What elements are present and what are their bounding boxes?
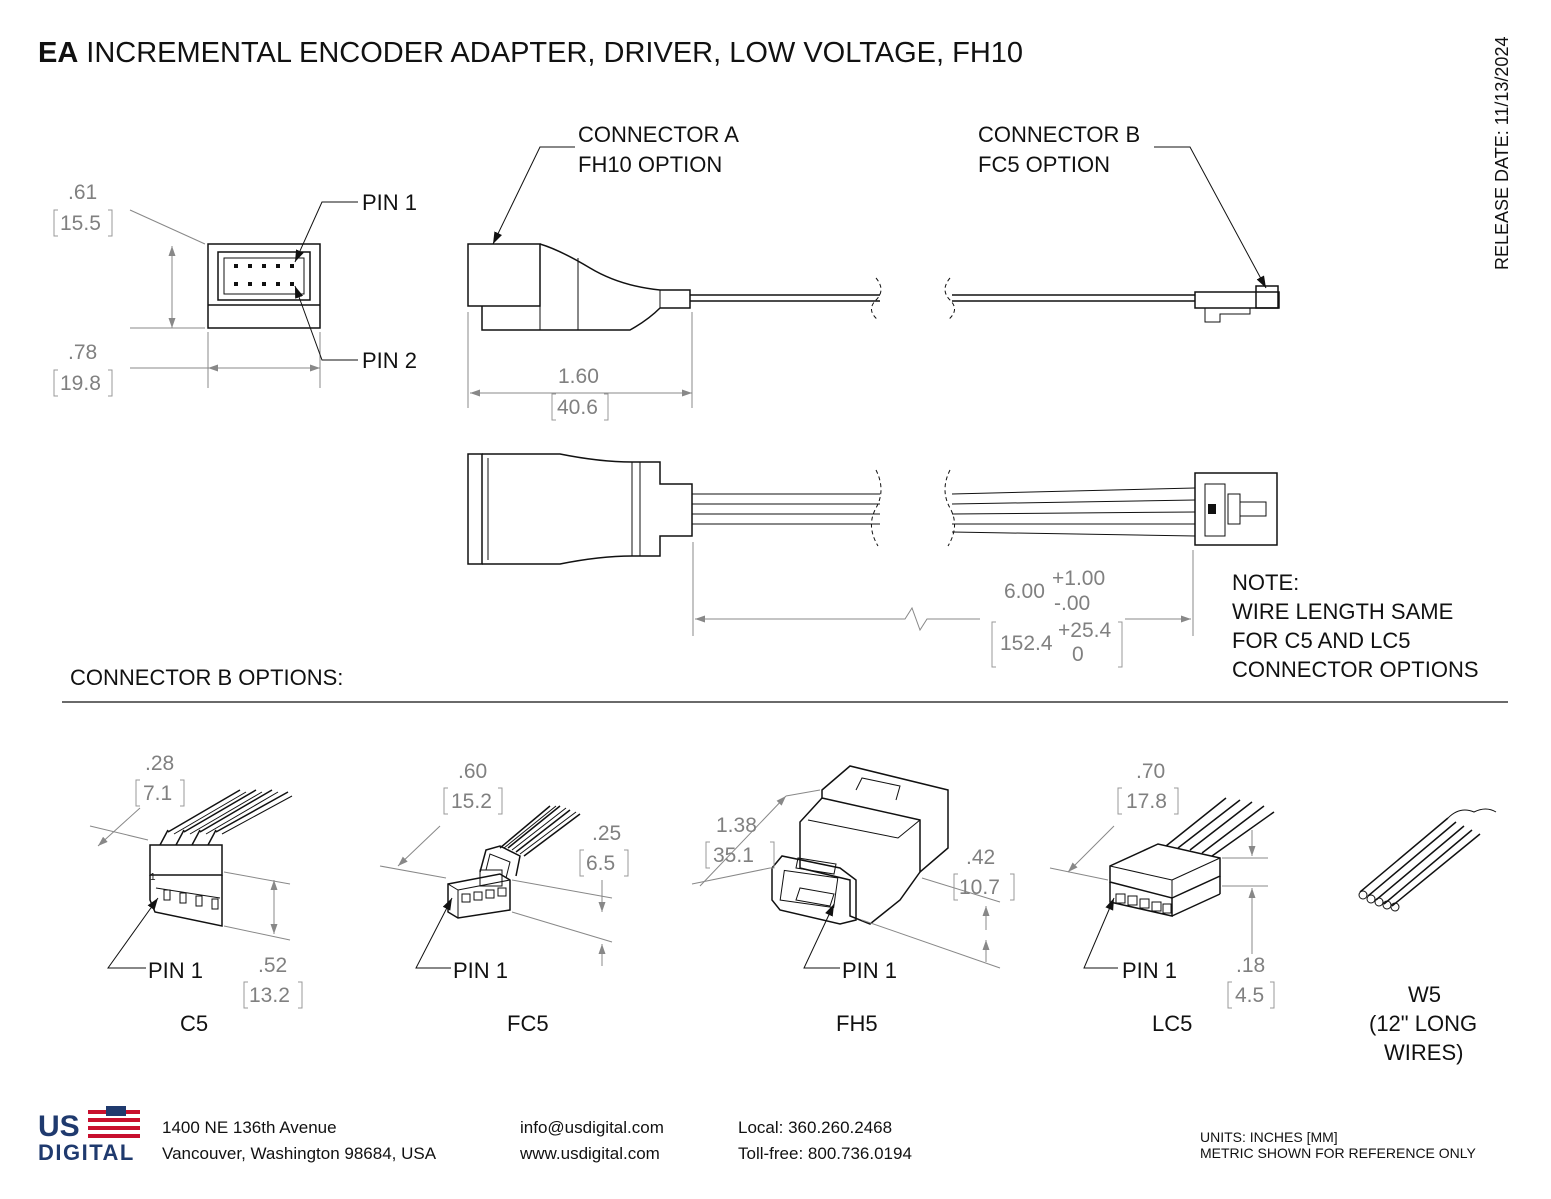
option-c5-drawing bbox=[89, 789, 293, 969]
units-line-2: METRIC SHOWN FOR REFERENCE ONLY bbox=[1200, 1145, 1477, 1161]
address-line-2: Vancouver, Washington 98684, USA bbox=[162, 1144, 437, 1163]
c5-label: C5 bbox=[180, 1011, 208, 1036]
units-line-1: UNITS: INCHES [MM] bbox=[1200, 1129, 1338, 1145]
phone-local: Local: 360.260.2468 bbox=[738, 1118, 892, 1137]
dim-wire-in-minus: -.00 bbox=[1054, 592, 1090, 615]
note-line-2: WIRE LENGTH SAME bbox=[1232, 599, 1453, 624]
connector-a-end-view bbox=[129, 201, 358, 388]
c5-pin-mark: 1 bbox=[150, 872, 156, 883]
fc5-pin1-label: PIN 1 bbox=[453, 958, 508, 983]
options-heading: CONNECTOR B OPTIONS: bbox=[70, 665, 343, 690]
note-line-4: CONNECTOR OPTIONS bbox=[1232, 657, 1479, 682]
email-link[interactable]: info@usdigital.com bbox=[520, 1118, 664, 1137]
fc5-label: FC5 bbox=[507, 1011, 549, 1036]
lc5-label: LC5 bbox=[1152, 1011, 1192, 1036]
logo-digital: DIGITAL bbox=[38, 1140, 135, 1165]
note-line-1: NOTE: bbox=[1232, 570, 1299, 595]
c5-dim2-in: .52 bbox=[258, 954, 287, 977]
option-w5-drawing bbox=[1358, 808, 1497, 912]
title-bold: EA bbox=[38, 37, 78, 69]
dim-length-in: 1.60 bbox=[558, 365, 599, 388]
flag-icon bbox=[88, 1106, 140, 1138]
lc5-dim1-in: .70 bbox=[1136, 760, 1165, 783]
w5-sub-2: WIRES) bbox=[1384, 1040, 1463, 1065]
c5-dim2-mm: 13.2 bbox=[249, 984, 290, 1007]
fh5-dim2-in: .42 bbox=[966, 846, 995, 869]
cable-side-view bbox=[467, 146, 1280, 408]
lc5-dim1-mm: 17.8 bbox=[1126, 790, 1167, 813]
dim-wire-in: 6.00 bbox=[1004, 580, 1045, 603]
fh5-dim2-mm: 10.7 bbox=[959, 876, 1000, 899]
dim-wire-in-plus: +1.00 bbox=[1052, 567, 1105, 590]
logo-us: US bbox=[38, 1110, 80, 1143]
release-date: RELEASE DATE: 11/13/2024 bbox=[1492, 37, 1512, 270]
lc5-dim2-mm: 4.5 bbox=[1235, 984, 1264, 1007]
option-fh5-drawing bbox=[691, 765, 1001, 969]
option-fc5-drawing bbox=[379, 805, 613, 969]
w5-sub-1: (12" LONG bbox=[1369, 1011, 1477, 1036]
w5-label: W5 bbox=[1408, 982, 1441, 1007]
dim-height-in: .61 bbox=[68, 181, 97, 204]
connector-b-label-1: CONNECTOR B bbox=[978, 122, 1140, 147]
fc5-dim1-mm: 15.2 bbox=[451, 790, 492, 813]
fh5-label: FH5 bbox=[836, 1011, 878, 1036]
connector-a-label-2: FH10 OPTION bbox=[578, 152, 722, 177]
phone-tollfree: Toll-free: 800.736.0194 bbox=[738, 1144, 912, 1163]
fc5-dim1-in: .60 bbox=[458, 760, 487, 783]
address-line-1: 1400 NE 136th Avenue bbox=[162, 1118, 337, 1137]
connector-b-label-2: FC5 OPTION bbox=[978, 152, 1110, 177]
pin2-label: PIN 2 bbox=[362, 348, 417, 373]
pin1-label-top: PIN 1 bbox=[362, 190, 417, 215]
dim-wire-mm-plus: +25.4 bbox=[1058, 619, 1111, 642]
title-rest: INCREMENTAL ENCODER ADAPTER, DRIVER, LOW… bbox=[86, 37, 1023, 69]
dim-wire-mm: 152.4 bbox=[1000, 632, 1053, 655]
dim-width-mm: 19.8 bbox=[60, 372, 101, 395]
fc5-dim2-mm: 6.5 bbox=[586, 852, 615, 875]
fh5-dim1-in: 1.38 bbox=[716, 814, 757, 837]
c5-pin1-label: PIN 1 bbox=[148, 958, 203, 983]
cable-top-view bbox=[467, 453, 1278, 636]
connector-a-label-1: CONNECTOR A bbox=[578, 122, 739, 147]
website-link[interactable]: www.usdigital.com bbox=[519, 1144, 660, 1163]
fc5-dim2-in: .25 bbox=[592, 822, 621, 845]
note-line-3: FOR C5 AND LC5 bbox=[1232, 628, 1411, 653]
dim-length-mm: 40.6 bbox=[557, 396, 598, 419]
us-digital-logo: US DIGITAL bbox=[38, 1106, 140, 1165]
fh5-dim1-mm: 35.1 bbox=[713, 844, 754, 867]
option-lc5-drawing bbox=[1049, 797, 1275, 969]
fh5-pin1-label: PIN 1 bbox=[842, 958, 897, 983]
dim-wire-mm-minus: 0 bbox=[1072, 643, 1084, 666]
dim-width-in: .78 bbox=[68, 341, 97, 364]
lc5-pin1-label: PIN 1 bbox=[1122, 958, 1177, 983]
dim-height-mm: 15.5 bbox=[60, 212, 101, 235]
c5-dim1-in: .28 bbox=[145, 752, 174, 775]
lc5-dim2-in: .18 bbox=[1236, 954, 1265, 977]
c5-dim1-mm: 7.1 bbox=[143, 782, 172, 805]
